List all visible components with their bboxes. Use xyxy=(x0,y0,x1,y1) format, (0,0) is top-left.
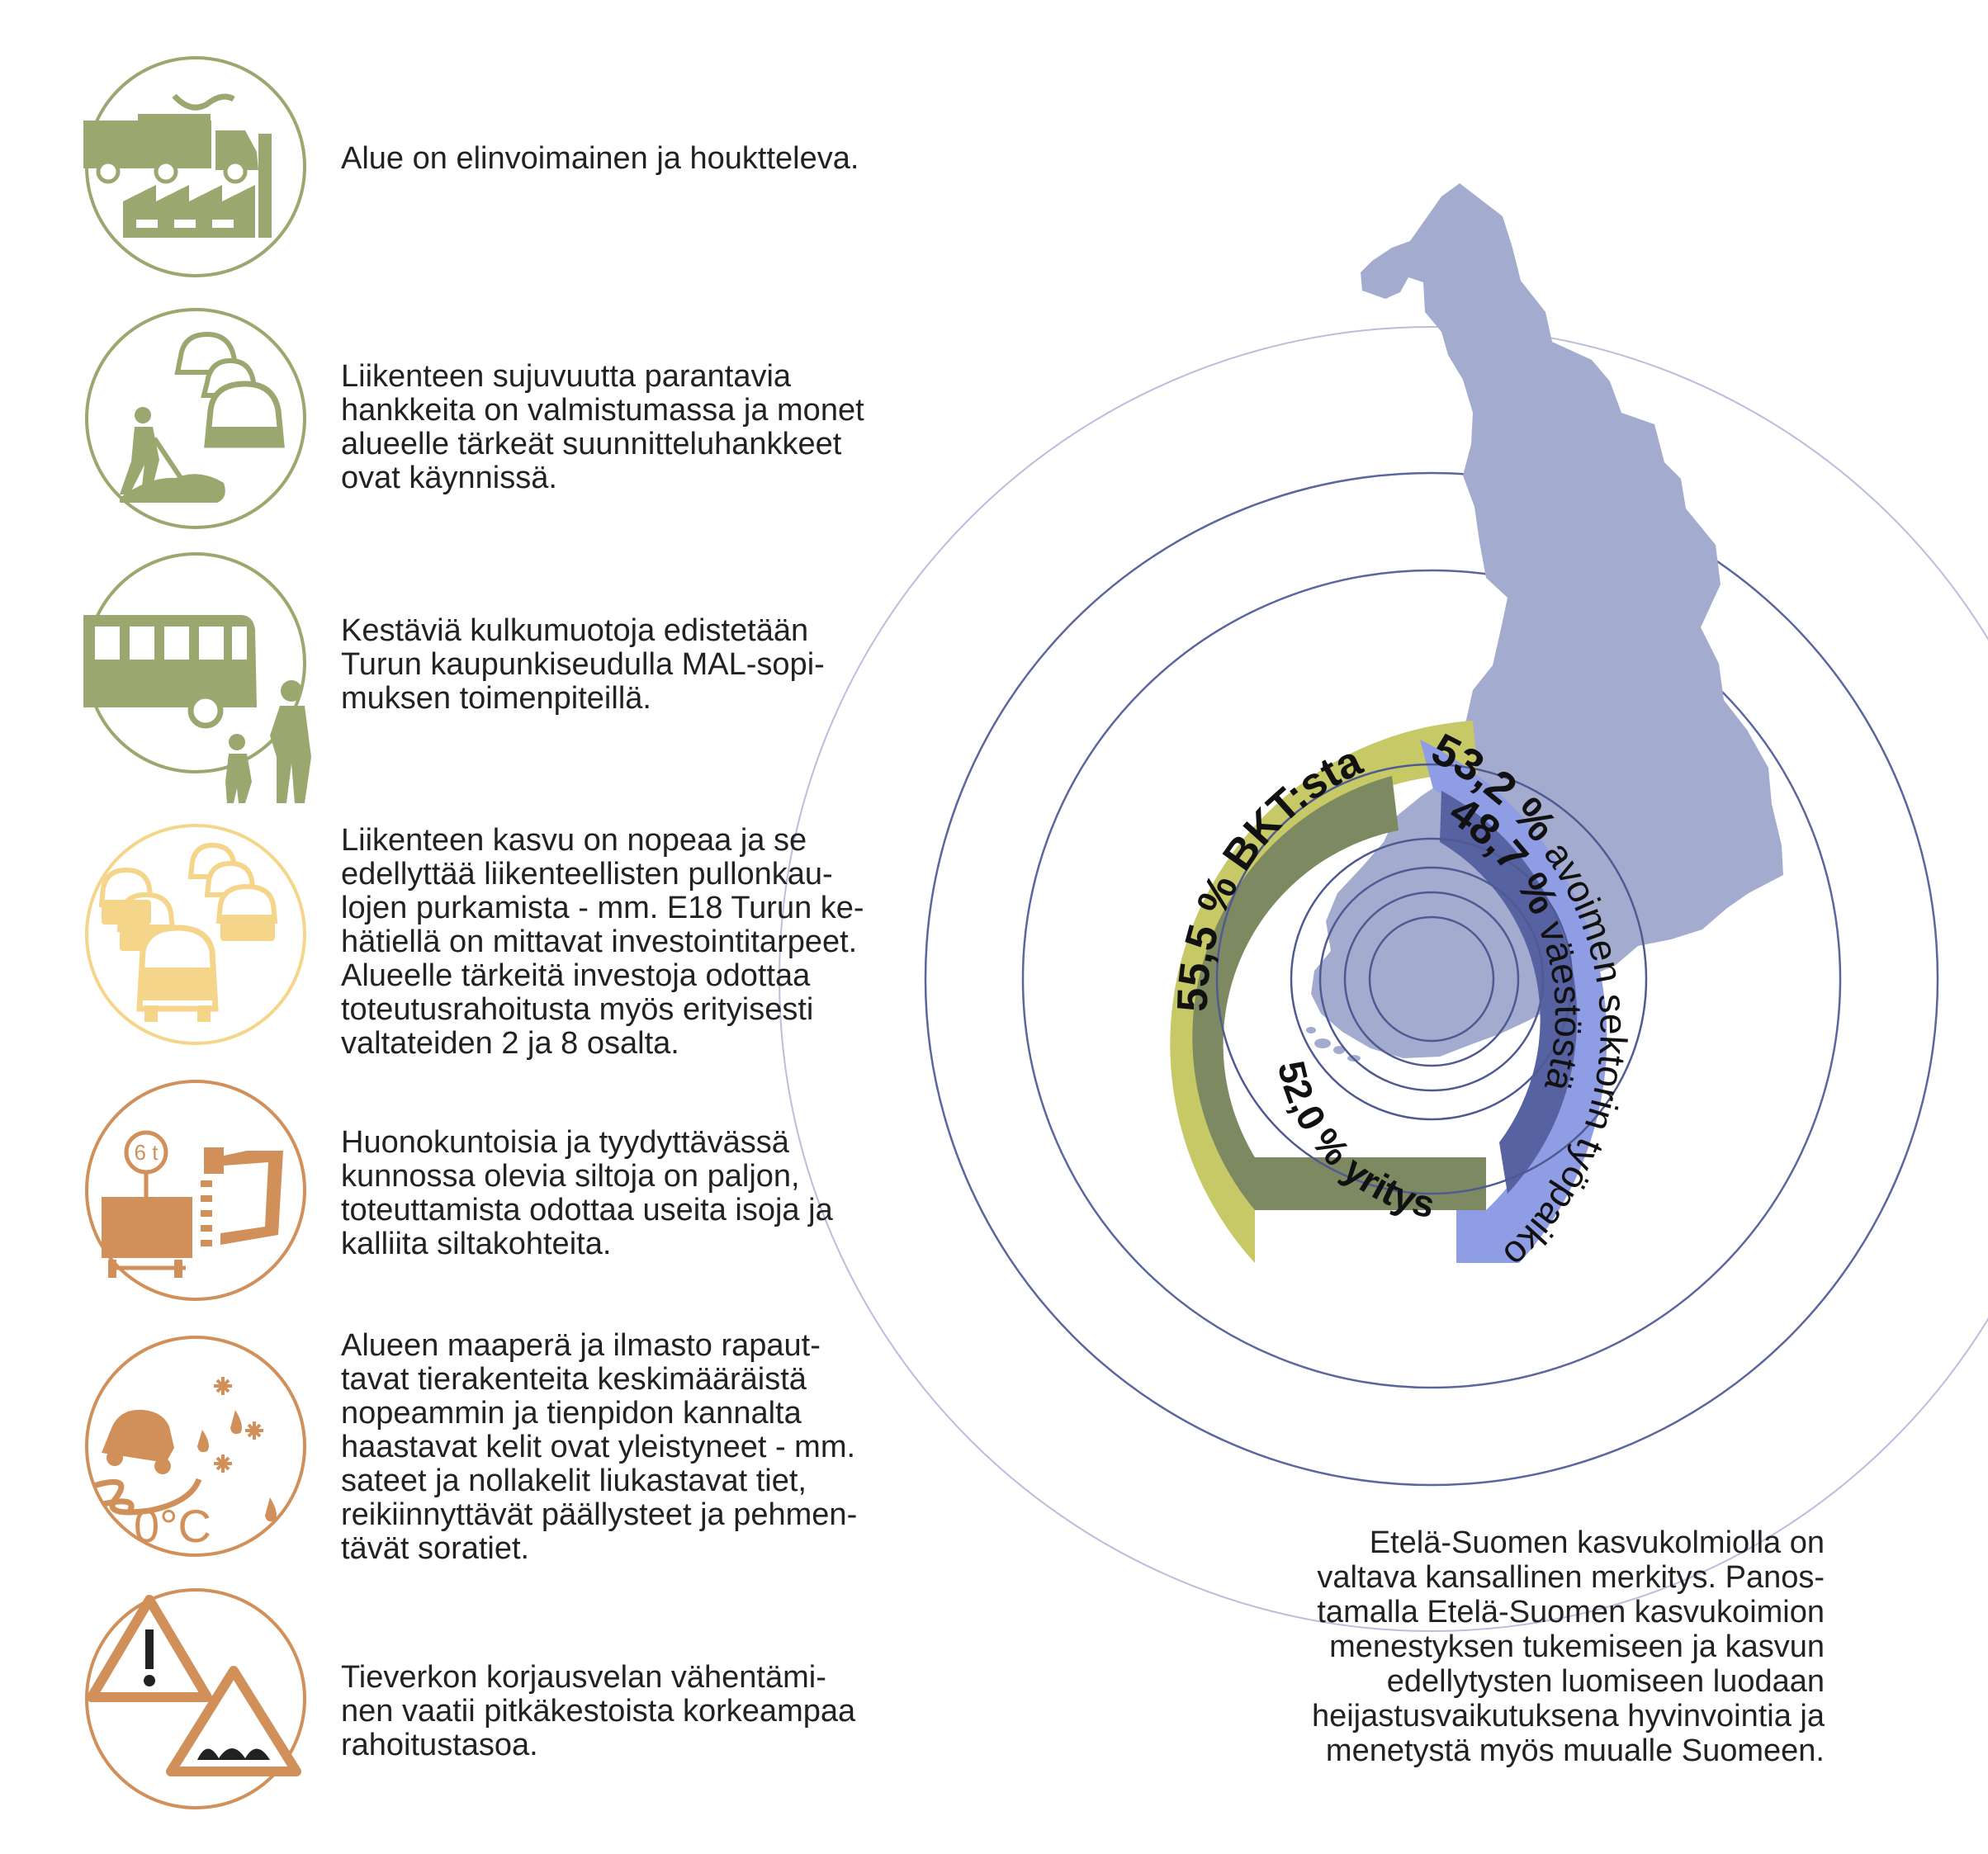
ring-8 xyxy=(1368,915,1495,1043)
weight-limit-label: 6 t xyxy=(135,1140,159,1165)
temperature-label: 0°C xyxy=(134,1500,211,1552)
jobs-band xyxy=(1420,740,1607,1263)
item-text-traffic-growth: Liikenteen kasvu on nopeaa ja se edellyt… xyxy=(341,823,864,1061)
bridge-weight-limit-icon: 6 t xyxy=(83,1078,308,1303)
ring-6 xyxy=(1318,866,1545,1092)
ring-outer xyxy=(779,326,1988,1632)
ring-2 xyxy=(924,471,1939,1487)
item-text-climate: Alueen maaperä ja ilmasto rapaut- tavat … xyxy=(341,1328,858,1566)
item-text-vitality: Alue on elinvoimainen ja houktteleva. xyxy=(341,141,859,176)
ring-4 xyxy=(1215,763,1648,1195)
warning-signs-icon xyxy=(83,1587,308,1811)
gdp-band xyxy=(1170,721,1478,1263)
ring-3 xyxy=(1021,569,1842,1389)
traffic-roadwork-icon xyxy=(83,306,308,531)
item-text-traffic-projects: Liikenteen sujuvuutta parantavia hankkei… xyxy=(341,359,864,495)
item-text-repair-debt: Tieverkon korjausvelan vähentämi- nen va… xyxy=(341,1660,856,1762)
item-text-bridges: Huonokuntoisia ja tyydyttävässä kunnossa… xyxy=(341,1125,833,1261)
inner-circles xyxy=(1215,763,1648,1195)
slippery-weather-icon: 0°C xyxy=(83,1334,308,1558)
business-band xyxy=(1192,776,1399,1210)
population-band xyxy=(1440,791,1578,1194)
concentric-circles xyxy=(779,326,1988,1632)
ring-5 xyxy=(1290,837,1574,1121)
item-text-sustainable-transport: Kestäviä kulkumuotoja edistetään Turun k… xyxy=(341,613,825,716)
bus-pedestrians-icon xyxy=(83,551,311,803)
industry-truck-icon xyxy=(83,54,308,279)
ring-7 xyxy=(1343,891,1520,1067)
summary-text: Etelä-Suomen kasvukolmiolla on valtava k… xyxy=(1311,1525,1825,1768)
traffic-jam-icon xyxy=(83,822,308,1047)
